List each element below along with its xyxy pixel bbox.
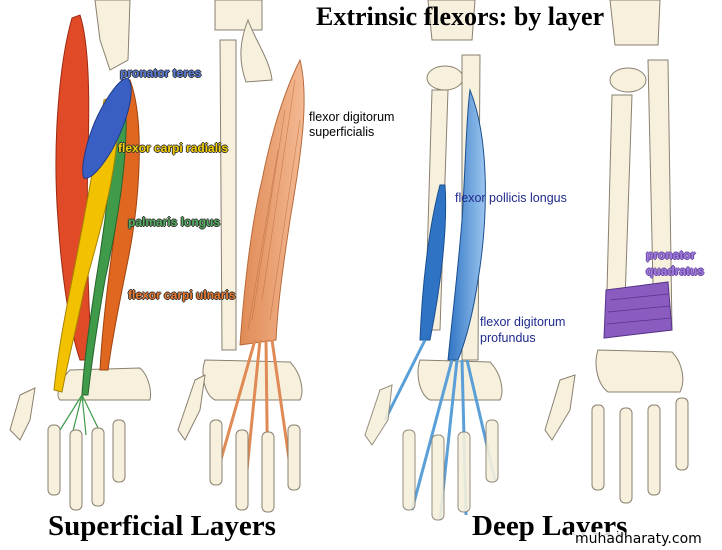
radial-head-4 (609, 67, 647, 93)
panel-superficial-colored (9, 0, 151, 511)
label-flexor-carpi-ulnaris: flexor carpi ulnaris (128, 288, 236, 302)
panel-deep-fdp (364, 0, 503, 521)
page-title: Extrinsic flexors: by layer (316, 2, 605, 31)
pronator-quadratus-muscle (603, 281, 673, 339)
label-flexor-carpi-radialis: flexor carpi radialis (118, 141, 229, 155)
radial-head-3 (426, 65, 464, 91)
ulna-bone-2 (219, 39, 237, 351)
caption-superficial: Superficial Layers (48, 510, 276, 542)
panel-superficial-fds (177, 0, 305, 513)
panel-deep-pq (544, 0, 689, 504)
humerus-bone (94, 0, 131, 71)
label-pronator-teres: pronator teres (120, 66, 202, 80)
fds-muscle (239, 58, 305, 346)
carpal-bones (57, 367, 151, 401)
label-pq-line2: quadratus (646, 264, 705, 278)
humerus-bone-4 (609, 0, 661, 46)
label-fdp-line1: flexor digitorum (480, 315, 566, 329)
hand-bones-4 (544, 374, 689, 504)
label-palmaris-longus: palmaris longus (128, 215, 221, 229)
palmar-aponeurosis (59, 394, 101, 436)
carpal-bones-3 (417, 359, 503, 401)
fdp-muscle (447, 88, 486, 361)
label-fds-line1: flexor digitorum (309, 110, 395, 124)
pq-fibers (606, 293, 672, 325)
humerus-bone-2 (214, 0, 263, 31)
radius-bone-2 (240, 18, 273, 83)
flexor-carpi-radialis-muscle (53, 94, 119, 393)
hand-bones (9, 387, 126, 511)
label-fdp-line2: profundus (480, 331, 536, 345)
fpl-muscle (419, 184, 447, 341)
label-flexor-pollicis-longus: flexor pollicis longus (455, 191, 567, 205)
carpal-bones-4 (595, 349, 684, 393)
pronator-teres-muscle (82, 77, 132, 179)
label-fds-line2: superficialis (309, 125, 375, 139)
hand-bones-2 (177, 374, 301, 513)
humerus-bone-3 (427, 0, 476, 41)
watermark-text: muhadharaty.com (572, 532, 705, 547)
fds-fibers (247, 79, 301, 331)
carpal-bones-2 (202, 359, 303, 401)
hand-bones-3 (364, 384, 499, 521)
label-pq-line1: pronator (646, 248, 696, 262)
